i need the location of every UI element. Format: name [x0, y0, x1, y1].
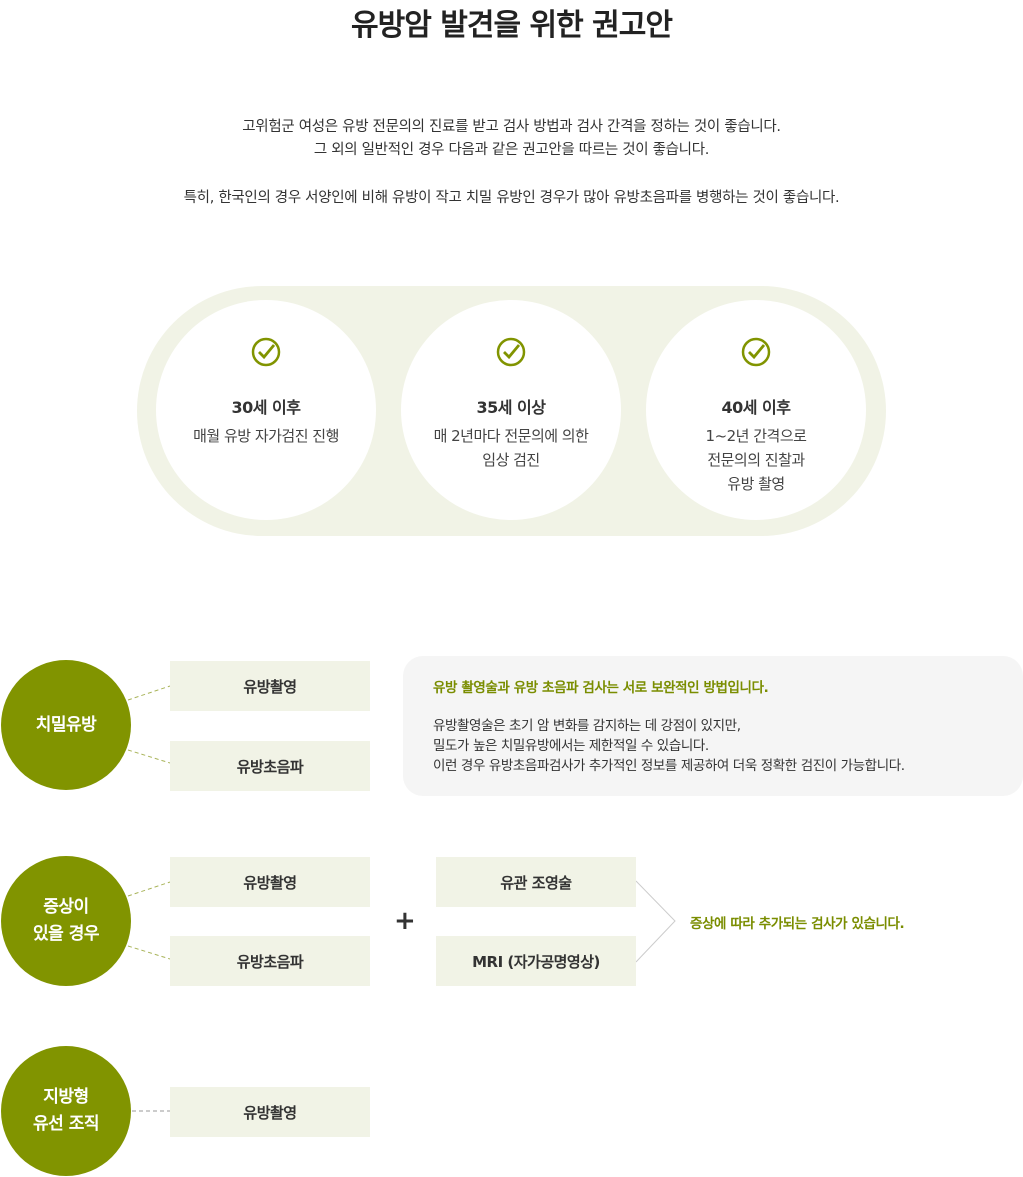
- panel-line: 밀도가 높은 치밀유방에서는 제한적일 수 있습니다.: [433, 738, 709, 754]
- test-box: 유방촬영: [170, 857, 370, 907]
- panel-heading: 유방 촬영술과 유방 초음파 검사는 서로 보완적인 방법입니다.: [433, 680, 769, 696]
- step-line: 유방 촬영: [727, 475, 785, 493]
- dense-label: 치밀유방: [35, 714, 97, 735]
- step-description: 매월 유방 자가검진 진행: [156, 424, 376, 448]
- extra-test-box: 유관 조영술: [436, 857, 636, 907]
- check-circle-icon: [496, 337, 526, 367]
- fatty-label: 지방형: [43, 1087, 89, 1107]
- step-line: 임상 검진: [482, 451, 540, 469]
- test-box: 유방촬영: [170, 1087, 370, 1137]
- intro-line: 특히, 한국인의 경우 서양인에 비해 유방이 작고 치밀 유방인 경우가 많아…: [183, 190, 840, 206]
- step-heading: 30세 이후: [231, 398, 302, 417]
- fatty-label: 유선 조직: [33, 1114, 99, 1134]
- panel-line: 이런 경우 유방초음파검사가 추가적인 정보를 제공하여 더욱 정확한 검진이 …: [433, 758, 905, 774]
- symptoms-circle: 증상이 있을 경우: [1, 856, 131, 986]
- intro-line: 그 외의 일반적인 경우 다음과 같은 권고안을 따르는 것이 좋습니다.: [313, 142, 710, 158]
- symptoms-note: 증상에 따라 추가되는 검사가 있습니다.: [690, 916, 905, 932]
- step-heading: 40세 이후: [721, 398, 792, 417]
- info-panel: 유방 촬영술과 유방 초음파 검사는 서로 보완적인 방법입니다. 유방촬영술은…: [403, 656, 1023, 796]
- page-title: 유방암 발견을 위한 권고안: [351, 8, 673, 43]
- dense-breast-circle: 치밀유방: [1, 660, 131, 790]
- symptoms-label: 증상이: [43, 897, 89, 917]
- check-circle-icon: [251, 337, 281, 367]
- step-line: 매월 유방 자가검진 진행: [193, 427, 339, 445]
- step-heading: 35세 이상: [476, 398, 547, 417]
- extra-test-box: MRI (자가공명영상): [436, 936, 636, 986]
- check-circle-icon: [741, 337, 771, 367]
- test-box: 유방촬영: [170, 661, 370, 711]
- fatty-tissue-circle: 지방형 유선 조직: [1, 1046, 131, 1176]
- test-box: 유방초음파: [170, 741, 370, 791]
- plus-icon: +: [394, 906, 416, 936]
- panel-body: 유방촬영술은 초기 암 변화를 감지하는 데 강점이 있지만, 밀도가 높은 치…: [433, 716, 993, 776]
- intro-line: 고위험군 여성은 유방 전문의의 진료를 받고 검사 방법과 검사 간격을 정하…: [242, 119, 781, 135]
- step-line: 1~2년 간격으로: [705, 427, 807, 445]
- step-line: 전문의의 진찰과: [707, 451, 805, 469]
- test-box: 유방초음파: [170, 936, 370, 986]
- step-line: 매 2년마다 전문의에 의한: [433, 427, 589, 445]
- panel-line: 유방촬영술은 초기 암 변화를 감지하는 데 강점이 있지만,: [433, 718, 741, 734]
- symptoms-label: 있을 경우: [33, 924, 99, 944]
